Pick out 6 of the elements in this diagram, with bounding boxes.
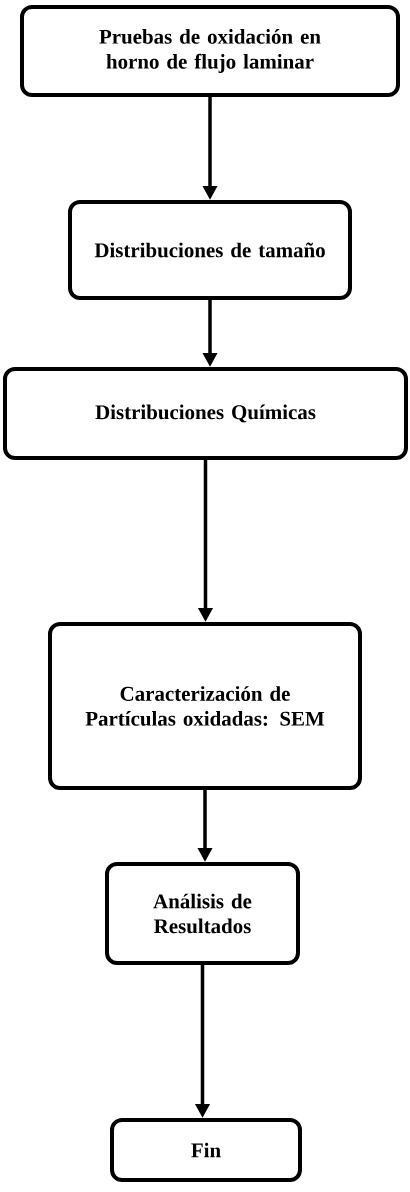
process-box: Pruebas de oxidación en horno de flujo laminar (20, 5, 400, 97)
process-box: Distribuciones Químicas (3, 367, 408, 460)
process-box: Distribuciones de tamaño (68, 200, 352, 300)
process-box: Análisis de Resultados (105, 862, 300, 965)
process-box: Fin (110, 1118, 302, 1182)
process-box: Caracterización de Partículas oxidadas: SEM (48, 622, 362, 790)
